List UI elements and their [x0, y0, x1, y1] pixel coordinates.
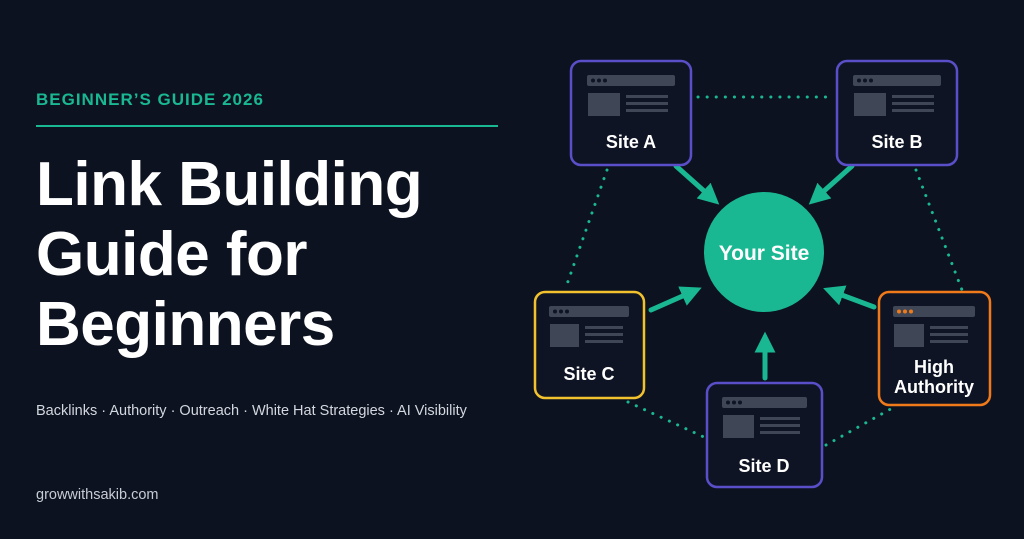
site-b-label: Site B — [871, 132, 922, 152]
high-authority-label-line-2: Authority — [894, 377, 974, 397]
dotted-links — [563, 95, 964, 447]
dotted-link-d-high-authority — [824, 404, 898, 447]
browser-window-icon — [549, 306, 629, 347]
divider-line — [36, 125, 498, 127]
arrow-high-authority — [823, 285, 877, 310]
headline-panel: BEGINNER’S GUIDE 2026 Link Building Guid… — [36, 0, 516, 539]
high-authority-label-line-1: High — [914, 357, 954, 377]
arrow-site-b — [808, 163, 855, 205]
site-a-node: Site A — [569, 59, 693, 167]
site-domain: growwithsakib.com — [36, 487, 159, 503]
site-d-label: Site D — [738, 456, 789, 476]
browser-window-icon — [853, 75, 941, 116]
browser-window-icon — [893, 306, 975, 347]
browser-window-icon — [722, 397, 807, 438]
page-title: Link Building Guide for Beginners — [36, 150, 516, 360]
dotted-link-a-c — [563, 168, 609, 292]
eyebrow-label: BEGINNER’S GUIDE 2026 — [36, 90, 264, 109]
title-line-2: Guide for — [36, 220, 308, 289]
site-a-label: Site A — [606, 132, 656, 152]
site-c-label: Site C — [563, 364, 614, 384]
your-site-node: Your Site — [704, 192, 824, 312]
high-authority-node: High Authority — [877, 290, 992, 407]
browser-window-icon — [587, 75, 675, 116]
arrow-site-a — [673, 163, 720, 205]
title-line-1: Link Building — [36, 150, 423, 219]
your-site-label: Your Site — [719, 242, 810, 265]
topic-tags: Backlinks · Authority · Outreach · White… — [36, 403, 467, 419]
site-d-node: Site D — [705, 381, 824, 489]
title-line-3: Beginners — [36, 290, 335, 359]
arrow-site-c — [648, 286, 702, 313]
site-c-node: Site C — [533, 290, 646, 400]
site-b-node: Site B — [835, 59, 959, 167]
dotted-link-b-high-authority — [914, 168, 964, 292]
dotted-link-c-d — [626, 400, 708, 440]
